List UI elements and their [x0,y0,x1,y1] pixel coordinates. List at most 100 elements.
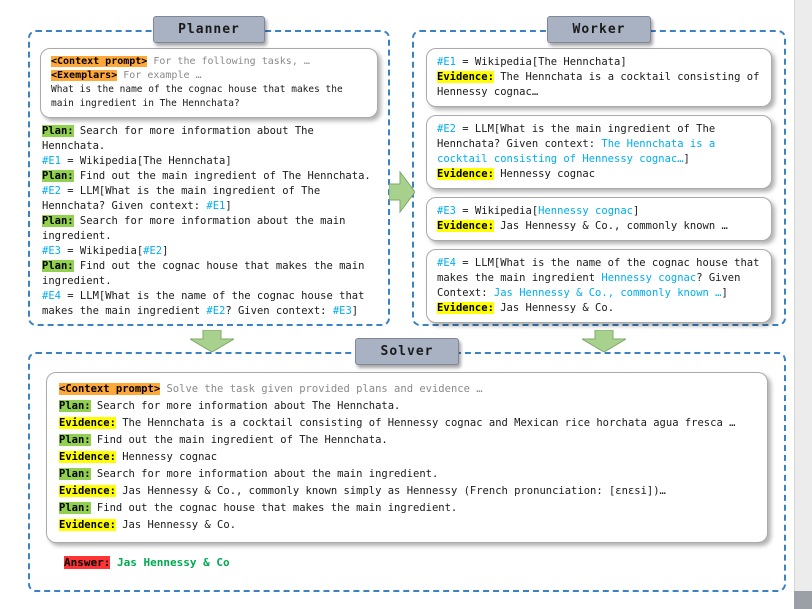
text-line: Evidence: Jas Hennessy & Co. [437,301,761,316]
worker-to-solver-arrow-icon [582,330,626,352]
text-segment: ] [721,287,728,299]
text-line: #E3 = Wikipedia[Hennessy cognac] [437,204,761,219]
text-line: #E4 = LLM[What is the name of the cognac… [437,256,761,301]
text-line: Plan: Search for more information about … [59,398,755,415]
text-segment: For example … [117,70,202,81]
text-segment: ] [351,305,359,317]
text-segment: ] [683,153,690,165]
text-line: Evidence: Jas Hennessy & Co., commonly k… [437,219,761,234]
evidence-tag: Evidence: [59,417,116,429]
text-segment: = Wikipedia[ [60,245,144,257]
text-segment: = LLM[What is the name of the cognac hou… [42,290,371,317]
worker-evidence-bubble-4: #E4 = LLM[What is the name of the cognac… [426,249,772,323]
plan-tag: Plan: [42,215,74,227]
evidence-tag: Evidence: [59,451,116,463]
text-segment: Search for more information about The He… [90,400,401,412]
text-segment: What is the name of the cognac house tha… [51,84,349,109]
evidence-tag: Evidence: [437,71,494,83]
evidence-variable: #E1 [437,56,456,68]
text-segment: = LLM[What is the main ingredient of The… [42,185,327,212]
worker-evidence-bubble-3: #E3 = Wikipedia[Hennessy cognac]Evidence… [426,197,772,241]
text-line: #E3 = Wikipedia[#E2] [42,244,376,259]
text-line: Plan: Search for more information about … [42,214,376,244]
evidence-tag: Evidence: [59,485,116,497]
text-segment: ] [162,245,169,257]
planner-prompt-bubble: <Context prompt> For the following tasks… [40,48,378,118]
answer-tag: Answer: [64,556,111,569]
answer-line: Answer: Jas Hennessy & Co [64,555,768,571]
text-line: Plan: Find out the main ingredient of Th… [59,432,755,449]
text-line: Plan: Find out the main ingredient of Th… [42,169,376,184]
evidence-variable: #E4 [42,290,61,302]
text-line: Evidence: Jas Hennessy & Co., commonly k… [59,483,755,500]
planner-plan-list: Plan: Search for more information about … [40,124,378,319]
text-segment: Find out the cognac house that makes the… [42,260,371,287]
evidence-tag: Evidence: [437,302,494,314]
planner-title: Planner [153,16,265,43]
plan-tag: Plan: [42,260,74,272]
evidence-variable: #E2 [206,305,226,317]
text-segment: Find out the main ingredient of The Henn… [73,170,371,182]
text-segment: For the following tasks, … [147,56,310,67]
worker-evidence-bubble-1: #E1 = Wikipedia[The Hennchata] Evidence: … [426,48,772,107]
text-segment: Search for more information about the ma… [42,215,352,242]
plan-tag: Plan: [59,400,91,412]
text-line: Evidence: The Hennchata is a cocktail co… [59,415,755,432]
solver-title: Solver [355,338,459,365]
evidence-variable: #E2 [437,123,456,135]
evidence-variable: #E2 [143,245,163,257]
text-segment: = LLM[What is the main ingredient of The… [437,123,722,150]
evidence-tag: Evidence: [59,519,116,531]
plan-tag: Plan: [42,125,74,137]
context-prompt-tag: <Context prompt> [59,383,161,395]
text-segment: ] [632,205,640,217]
text-line: Plan: Search for more information about … [59,466,755,483]
solver-prompt-bubble: <Context prompt> Solve the task given pr… [46,372,768,543]
text-segment: Hennessy cognac [493,168,596,180]
text-segment: Search for more information about the ma… [90,468,439,480]
planner-panel: <Context prompt> For the following tasks… [28,30,390,326]
text-segment: Find out the cognac house that makes the… [90,502,458,514]
worker-evidence-bubble-2: #E2 = LLM[What is the main ingredient of… [426,115,772,189]
text-segment: = Wikipedia[The Hennchata] [455,56,627,68]
evidence-tag: Evidence: [437,168,494,180]
text-segment: Jas Hennessy & Co. [493,302,615,314]
text-segment: Find out the main ingredient of The Henn… [90,434,388,446]
text-line: #E2 = LLM[What is the main ingredient of… [437,122,761,167]
planner-to-solver-arrow-icon [190,330,234,352]
evidence-variable: #E4 [437,257,456,269]
plan-tag: Plan: [42,170,74,182]
text-line: Evidence: Jas Hennessy & Co. [59,517,755,534]
text-segment: ? Given context: [225,305,333,317]
plan-tag: Plan: [59,468,91,480]
worker-panel: #E1 = Wikipedia[The Hennchata] Evidence: … [412,30,786,326]
text-segment: Jas Hennessy & Co., commonly known … [493,220,728,232]
text-segment: Jas Hennessy & Co., commonly known simpl… [115,485,666,497]
text-line: Evidence: The Hennchata is a cocktail co… [437,70,761,100]
planner-to-worker-arrow-icon [389,170,415,214]
scrollbar-corner [794,591,812,609]
text-segment: = Wikipedia[ [455,205,539,217]
text-segment: = LLM[What is the name of the cognac hou… [437,257,766,284]
text-segment: The Hennchata is a cocktail consisting o… [437,138,722,165]
text-segment: Jas Hennessy & Co., commonly known … [493,287,722,299]
text-segment: Search for more information about The He… [42,125,321,152]
text-line: <Context prompt> Solve the task given pr… [59,381,755,398]
text-line: #E1 = Wikipedia[The Hennchata] [42,154,376,169]
evidence-variable: #E2 [42,185,61,197]
evidence-variable: #E3 [437,205,456,217]
text-line: <Context prompt> For the following tasks… [51,55,367,69]
text-segment: Hennessy cognac [538,205,633,217]
text-segment: Solve the task given provided plans and … [160,383,483,395]
evidence-variable: #E3 [42,245,61,257]
text-segment: = Wikipedia[The Hennchata] [60,155,232,167]
text-line: Plan: Find out the cognac house that mak… [42,259,376,289]
vertical-scrollbar[interactable] [794,0,812,609]
text-segment: Jas Hennessy & Co. [115,519,237,531]
plan-tag: Plan: [59,502,91,514]
text-line: #E4 = LLM[What is the name of the cognac… [42,289,376,319]
text-segment: Hennessy cognac [601,272,697,284]
text-segment: ] [225,200,232,212]
evidence-variable: #E1 [206,200,226,212]
